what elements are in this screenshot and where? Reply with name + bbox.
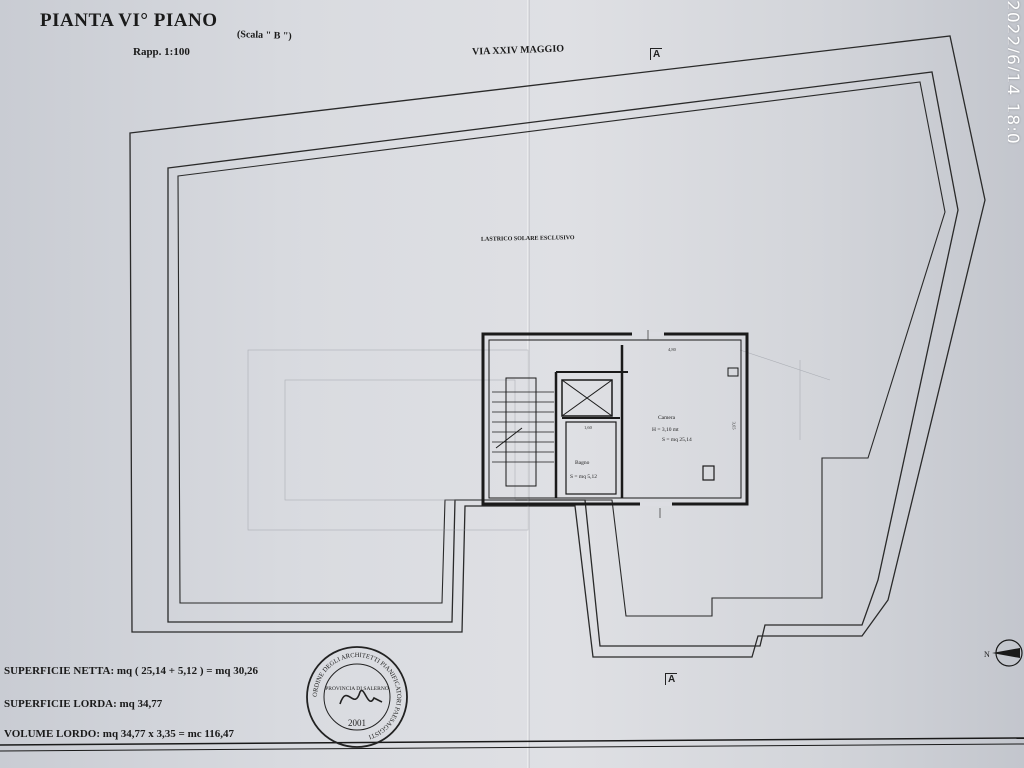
elevator-shaft bbox=[561, 379, 613, 417]
bathroom-room bbox=[565, 421, 617, 495]
camera-niche bbox=[727, 367, 739, 377]
bottom-rules bbox=[0, 737, 1024, 752]
terrace-parapet-outline bbox=[167, 71, 959, 647]
photo-timestamp: 2022/6/14 18:0 bbox=[1008, 0, 1022, 145]
plan-scale: Rapp. 1:100 bbox=[133, 46, 190, 58]
ghost-line-1 bbox=[247, 349, 529, 531]
stair-arrow bbox=[495, 427, 523, 449]
camera-name: Camera bbox=[658, 415, 676, 421]
block-inner-wall bbox=[488, 339, 742, 499]
stair-and-rooms-block bbox=[481, 332, 749, 506]
ghost-line-3 bbox=[739, 349, 831, 381]
stamp-year: 2001 bbox=[348, 718, 366, 728]
elevator-cross-2 bbox=[561, 379, 613, 417]
terrace-outer-outline bbox=[129, 35, 986, 658]
north-arrow: N bbox=[984, 639, 1023, 667]
terrace-inner-outline bbox=[177, 81, 946, 617]
stamp-signature bbox=[339, 689, 383, 705]
section-marker-bottom: A bbox=[665, 673, 678, 685]
plan-title: PIANTA VI° PIANO bbox=[40, 10, 218, 31]
camera-area: S = mq 25,14 bbox=[662, 437, 692, 443]
stair-treads bbox=[492, 391, 554, 463]
camera-fixture bbox=[702, 465, 715, 481]
bathroom-area: S = mq 5,12 bbox=[570, 474, 597, 480]
superficie-lorda: SUPERFICIE LORDA: mq 34,77 bbox=[4, 698, 163, 710]
dimension-2: 3,65 bbox=[731, 421, 737, 430]
dimension-3: 1,60 bbox=[584, 425, 592, 430]
ghost-line-2 bbox=[284, 379, 516, 501]
block-outer-wall bbox=[481, 332, 749, 506]
camera-height: H = 3,10 mt bbox=[652, 427, 679, 433]
superficie-netta: SUPERFICIE NETTA: mq ( 25,14 + 5,12 ) = … bbox=[4, 665, 259, 677]
paper-fold bbox=[527, 0, 530, 768]
architect-stamp: ORDINE DEGLI ARCHITETTI PIANIFICATORI PA… bbox=[306, 646, 408, 748]
bathroom-name: Bagno bbox=[575, 460, 590, 466]
volume-lordo: VOLUME LORDO: mq 34,77 x 3,35 = mc 116,4… bbox=[4, 728, 235, 740]
north-label: N bbox=[984, 650, 990, 659]
section-marker-top: A bbox=[650, 48, 663, 60]
stamp-province: PROVINCIA DI SALERNO bbox=[325, 686, 389, 692]
dimension-1: 4,80 bbox=[668, 347, 676, 352]
